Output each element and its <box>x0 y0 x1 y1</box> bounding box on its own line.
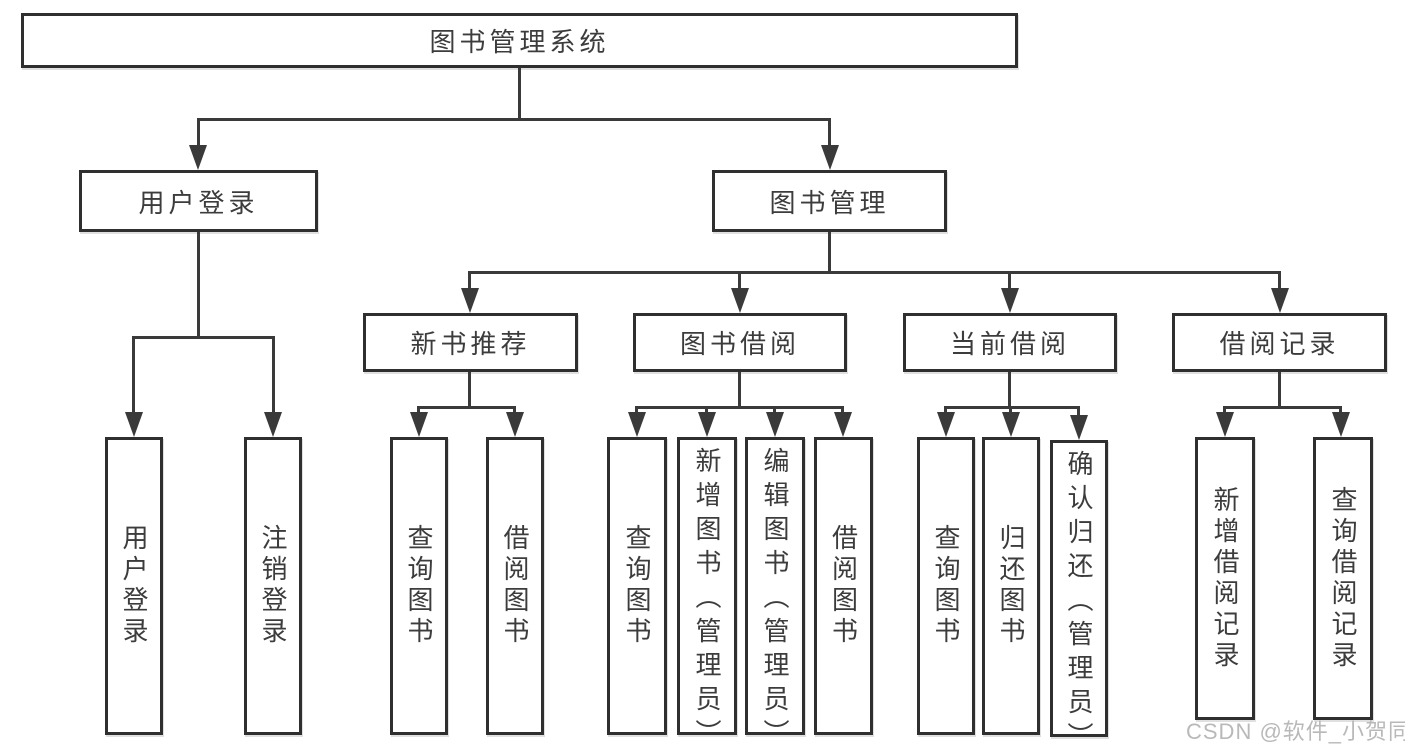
node-leaf-bb-borrow-books: 借阅图书 <box>814 437 873 735</box>
node-leaf-bb-query-books-label: 查询图书 <box>622 524 652 648</box>
arrowhead-current-borrow <box>1001 288 1019 313</box>
connector-drop-borrow-records <box>1278 271 1281 288</box>
node-leaf-cb-confirm-return-admin-label: 确认归还（管理员） <box>1064 450 1094 747</box>
connector-drop-book-mgmt <box>828 118 831 147</box>
node-leaf-nb-borrow-books-label: 借阅图书 <box>500 524 530 648</box>
arrowhead-new-books <box>461 288 479 313</box>
arrowhead-bb-borrow <box>834 412 852 437</box>
connector-drop-new-books <box>468 271 471 288</box>
arrowhead-leaf-logout <box>264 412 282 437</box>
node-leaf-cb-query-books-label: 查询图书 <box>931 524 961 648</box>
arrowhead-cb-return <box>1002 412 1020 437</box>
node-user-login-label: 用户登录 <box>138 187 259 218</box>
node-root-label: 图书管理系统 <box>429 27 610 57</box>
connector-drop-br-query <box>1339 406 1342 414</box>
arrowhead-leaf-user-login <box>125 412 143 437</box>
arrowhead-cb-query <box>937 412 955 437</box>
node-new-books: 新书推荐 <box>363 313 578 372</box>
connector-currentborrow-hbar <box>944 406 1080 409</box>
arrowhead-nb-query <box>410 412 428 437</box>
connector-newbooks-hbar <box>417 406 516 409</box>
arrowhead-br-add <box>1216 412 1234 437</box>
node-root: 图书管理系统 <box>21 13 1018 68</box>
connector-currentborrow-stub <box>1008 372 1011 409</box>
connector-drop-user-login <box>197 118 200 147</box>
node-leaf-cb-confirm-return-admin: 确认归还（管理员） <box>1050 440 1108 747</box>
node-user-login: 用户登录 <box>79 170 318 232</box>
node-leaf-nb-query-books: 查询图书 <box>390 437 448 735</box>
node-leaf-logout-label: 注销登录 <box>258 524 288 648</box>
arrowhead-borrow-records <box>1271 288 1289 313</box>
connector-drop-cb-query <box>944 406 947 414</box>
connector-drop-current-borrow <box>1008 271 1011 288</box>
node-book-mgmt: 图书管理 <box>712 170 947 232</box>
connector-userlogin-stub <box>197 232 200 336</box>
connector-drop-nb-query <box>417 406 420 414</box>
node-leaf-bb-edit-books-admin: 编辑图书（管理员） <box>745 437 805 747</box>
connector-bookmgmt-hbar <box>468 271 1281 274</box>
connector-drop-cb-confirm <box>1077 406 1080 417</box>
node-leaf-bb-edit-books-admin-label: 编辑图书（管理员） <box>760 447 790 747</box>
node-new-books-label: 新书推荐 <box>410 329 531 359</box>
node-leaf-bb-add-books-admin-label: 新增图书（管理员） <box>692 447 722 747</box>
connector-drop-bb-add <box>705 406 708 414</box>
connector-drop-br-add <box>1223 406 1226 414</box>
arrowhead-cb-confirm <box>1070 415 1088 440</box>
arrowhead-bb-edit <box>766 412 784 437</box>
connector-drop-bb-borrow <box>841 406 844 414</box>
node-leaf-bb-borrow-books-label: 借阅图书 <box>828 524 859 648</box>
arrowhead-bb-add <box>698 412 716 437</box>
connector-bookborrow-stub <box>738 372 741 409</box>
node-leaf-logout: 注销登录 <box>244 437 302 735</box>
connector-drop-leaf-user-login <box>132 336 135 412</box>
node-leaf-br-add-record-label: 新增借阅记录 <box>1210 485 1240 672</box>
node-current-borrow: 当前借阅 <box>903 313 1117 372</box>
node-leaf-nb-query-books-label: 查询图书 <box>404 524 434 648</box>
connector-drop-bb-edit <box>773 406 776 414</box>
connector-borrowrecords-hbar <box>1223 406 1342 409</box>
node-leaf-nb-borrow-books: 借阅图书 <box>486 437 544 735</box>
connector-drop-nb-borrow <box>513 406 516 414</box>
arrowhead-br-query <box>1332 412 1350 437</box>
node-leaf-cb-return-books-label: 归还图书 <box>996 524 1026 648</box>
node-leaf-br-query-record-label: 查询借阅记录 <box>1328 485 1358 672</box>
arrowhead-bb-query <box>628 412 646 437</box>
node-borrow-records: 借阅记录 <box>1172 313 1387 372</box>
node-book-borrow: 图书借阅 <box>633 313 847 372</box>
node-leaf-user-login: 用户登录 <box>105 437 163 735</box>
connector-bookborrow-hbar <box>635 406 844 409</box>
node-leaf-cb-query-books: 查询图书 <box>917 437 975 735</box>
connector-newbooks-stub <box>468 372 471 409</box>
connector-drop-book-borrow <box>738 271 741 288</box>
csdn-watermark: CSDN @软件_小贺同学 <box>1186 719 1405 744</box>
node-leaf-br-add-record: 新增借阅记录 <box>1195 437 1255 720</box>
arrowhead-book-borrow <box>731 288 749 313</box>
arrowhead-book-mgmt <box>821 145 839 170</box>
connector-drop-leaf-logout <box>272 336 275 412</box>
node-current-borrow-label: 当前借阅 <box>949 329 1070 359</box>
connector-root-hbar <box>197 118 831 121</box>
node-leaf-bb-query-books: 查询图书 <box>607 437 667 735</box>
connector-root-stub <box>518 68 521 121</box>
arrowhead-nb-borrow <box>506 412 524 437</box>
arrowhead-user-login <box>189 145 207 170</box>
node-borrow-records-label: 借阅记录 <box>1219 329 1340 359</box>
connector-bookmgmt-stub <box>828 232 831 271</box>
node-leaf-br-query-record: 查询借阅记录 <box>1313 437 1373 720</box>
connector-userlogin-hbar <box>132 336 275 339</box>
node-leaf-cb-return-books: 归还图书 <box>982 437 1040 735</box>
node-book-borrow-label: 图书借阅 <box>679 329 800 359</box>
connector-borrowrecords-stub <box>1278 372 1281 409</box>
connector-drop-bb-query <box>635 406 638 414</box>
node-leaf-user-login-label: 用户登录 <box>119 524 149 648</box>
connector-drop-cb-return <box>1009 406 1012 414</box>
node-book-mgmt-label: 图书管理 <box>769 187 890 218</box>
node-leaf-bb-add-books-admin: 新增图书（管理员） <box>677 437 737 747</box>
